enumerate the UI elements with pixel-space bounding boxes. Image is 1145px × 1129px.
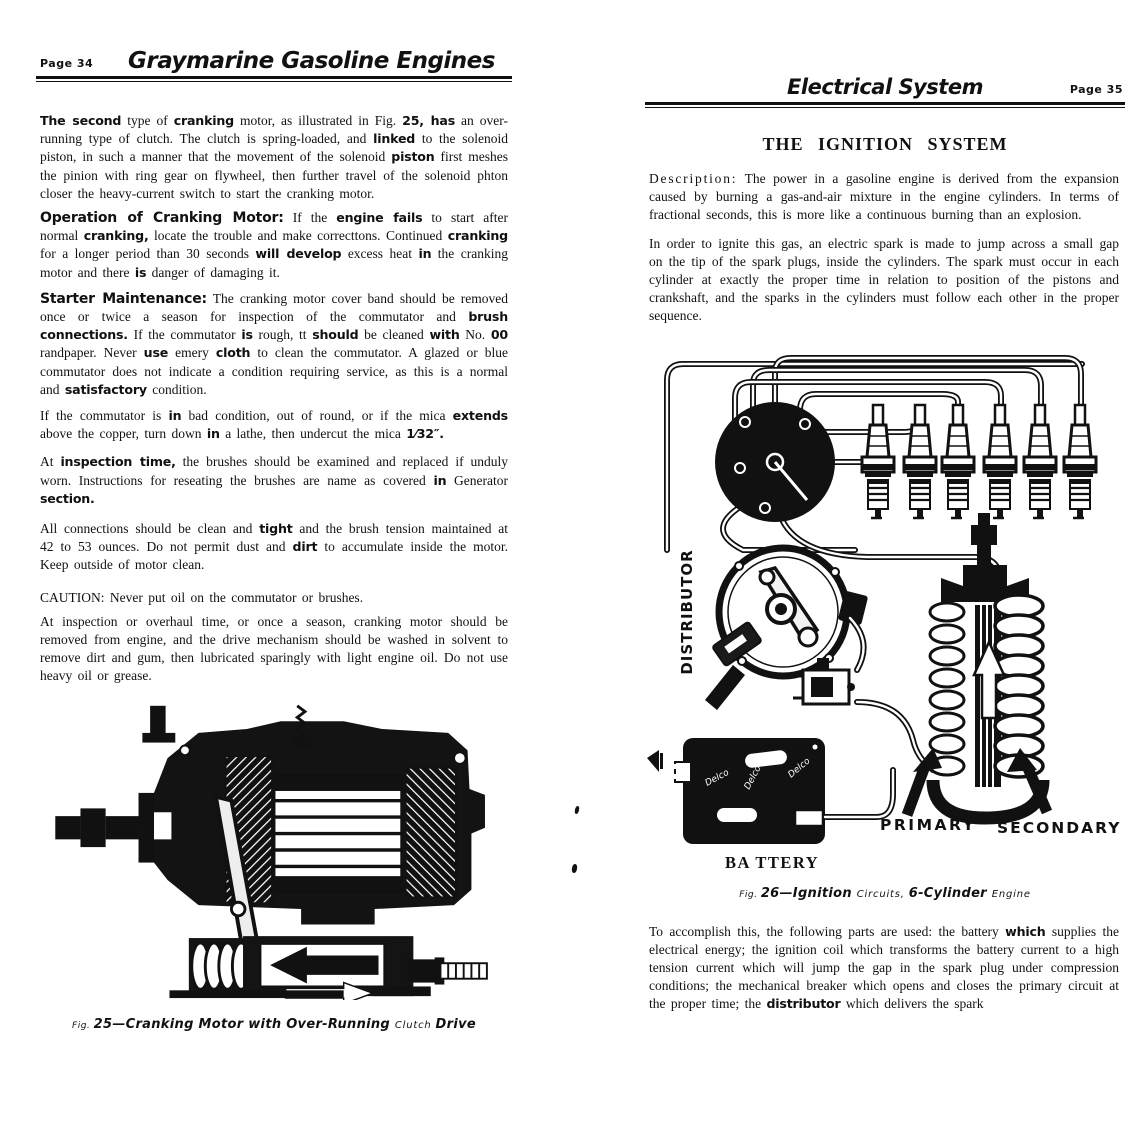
spark-plug	[902, 403, 938, 520]
section-title: THE IGNITION SYSTEM	[762, 134, 1008, 154]
travel-arrow-left	[270, 946, 379, 984]
scan-speck	[574, 805, 580, 815]
right-page-header: Electrical System Page 35	[645, 66, 1125, 99]
ignition-diagram: Delco Delco Delco	[647, 350, 1121, 872]
terminal-bolt	[407, 957, 488, 985]
scan-speck	[571, 863, 578, 874]
bolt-head	[179, 744, 191, 756]
right-page-number: Page 35	[1069, 83, 1123, 96]
left-page: Page 34 Graymarine Gasoline Engines The …	[36, 40, 512, 1032]
primary-arrow	[901, 747, 942, 817]
housing-notch	[154, 811, 172, 840]
coil-secondary-winding	[993, 592, 1045, 779]
figure-25-caption: Fig. 25—Cranking Motor with Over-Running…	[72, 1016, 476, 1032]
paragraph-description: Description: The power in a gasoline eng…	[649, 170, 1119, 223]
paragraph: At inspection time, the brushes should b…	[40, 454, 508, 506]
mounting-foot	[169, 990, 344, 998]
left-page-number: Page 34	[40, 57, 94, 70]
battery: Delco Delco Delco	[669, 737, 825, 844]
left-page-title: Graymarine Gasoline Engines	[128, 48, 495, 74]
bolt-head	[453, 750, 467, 765]
battery-cable-clamp	[793, 808, 825, 827]
cranking-motor-illustration	[55, 704, 488, 1005]
drive-shaft	[55, 792, 168, 863]
paragraph-operation: Operation of Cranking Motor: If the engi…	[40, 210, 508, 280]
armature	[272, 773, 404, 893]
paragraph: All connections should be clean and tigh…	[40, 521, 508, 573]
distributor-shaft	[705, 664, 745, 710]
battery-label: BA TTERY	[725, 853, 819, 872]
battery-terminal	[674, 760, 692, 783]
paragraph-caution: CAUTION: Never put oil on the commutator…	[40, 589, 364, 605]
spark-plug	[1062, 403, 1098, 520]
paragraph: The second type of cranking motor, as il…	[40, 113, 508, 201]
left-header-rule	[36, 76, 512, 82]
paragraph: If the commutator is in bad condition, o…	[40, 408, 508, 442]
coil-primary-winding	[928, 601, 966, 777]
spark-plug	[982, 403, 1018, 520]
right-page-title: Electrical System	[787, 75, 983, 99]
spark-plug	[1022, 403, 1058, 520]
left-page-header: Page 34 Graymarine Gasoline Engines	[36, 40, 512, 74]
distributor-label: DISTRIBUTOR	[678, 549, 696, 674]
figure-25	[36, 700, 512, 1005]
coil-flux-arrow	[972, 638, 1006, 719]
primary-label: PRIMARY	[880, 816, 976, 834]
scan-artifact	[647, 749, 663, 772]
spark-plug	[940, 403, 976, 520]
secondary-arrow	[1007, 747, 1053, 814]
distributor-breaker	[705, 544, 868, 710]
figure-26: Delco Delco Delco	[645, 350, 1125, 880]
paragraph: To accomplish this, the following parts …	[649, 923, 1119, 1012]
paragraph: In order to ignite this gas, an electric…	[649, 235, 1119, 324]
right-page: Electrical System Page 35 THE IGNITION S…	[645, 66, 1125, 1014]
distributor-cap	[715, 401, 835, 522]
paragraph: At inspection or overhaul time, or once …	[40, 613, 508, 684]
spark-plugs	[860, 403, 1098, 520]
figure-26-caption: Fig. 26—Ignition Circuits, 6-Cylinder En…	[739, 885, 1031, 901]
top-studs	[142, 704, 311, 747]
secondary-label: SECONDARY	[997, 819, 1121, 837]
right-header-rule	[645, 102, 1125, 108]
coil-tower	[963, 524, 1007, 602]
breaker-terminal	[838, 590, 868, 625]
ignition-switch	[793, 657, 855, 706]
mounting-foot	[372, 986, 431, 996]
solenoid	[243, 935, 414, 1005]
spark-plug	[860, 403, 896, 520]
field-winding-section	[404, 766, 457, 899]
paragraph-starter-maintenance: Starter Maintenance: The cranking motor …	[40, 290, 509, 397]
